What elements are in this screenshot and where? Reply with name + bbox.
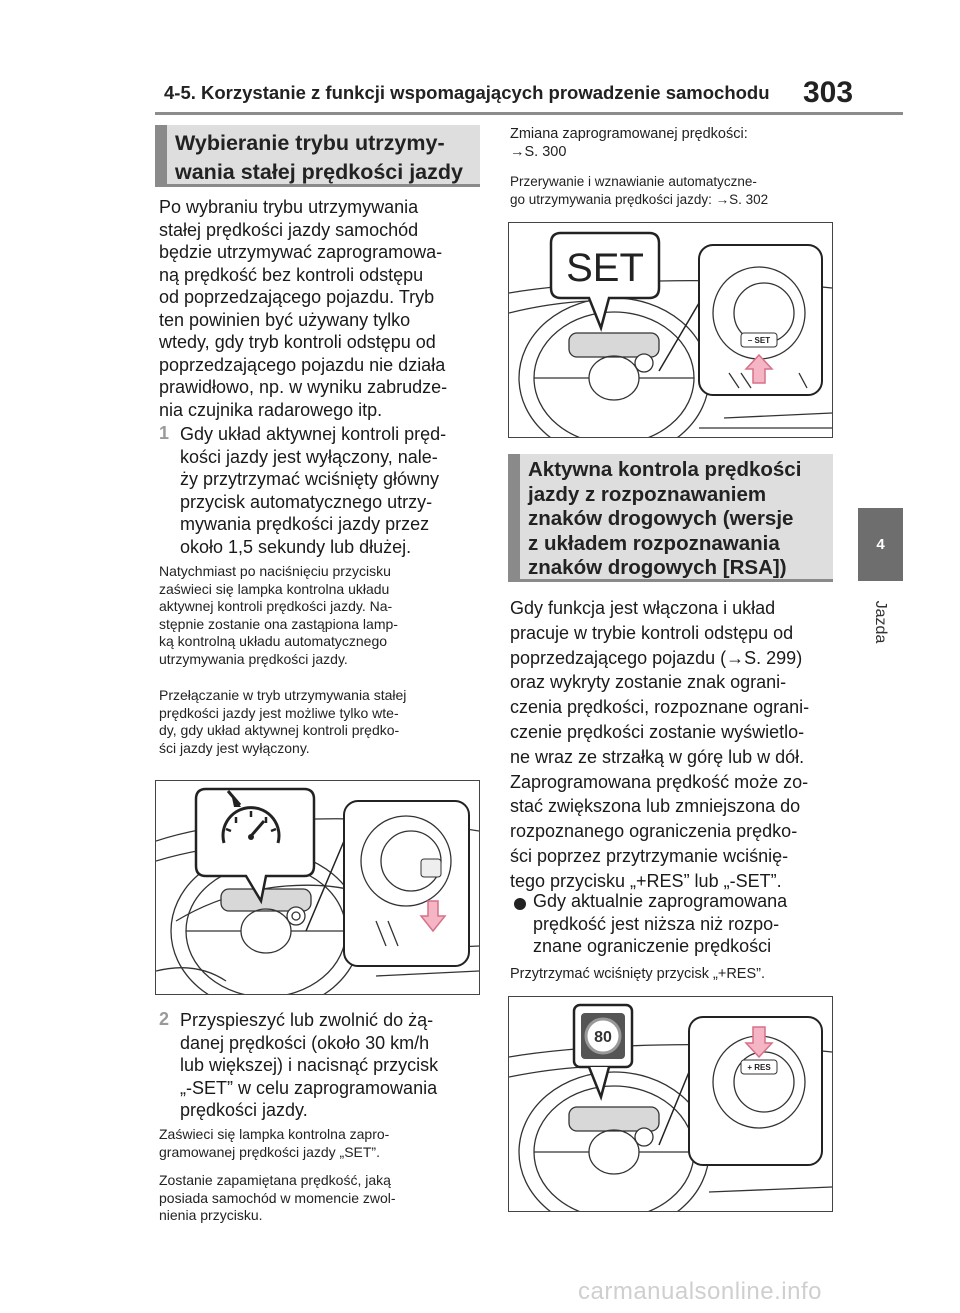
set-callout-text: SET (566, 246, 644, 290)
step-2-text: Przyspieszyć lub zwolnić do żą-danej prę… (180, 1010, 439, 1120)
section-title: 4-5. Korzystanie z funkcji wspomagającyc… (164, 82, 770, 103)
illustration-set-button: SET – SET (508, 222, 833, 438)
speed-sign-callout: 80 (572, 1003, 634, 1101)
step-1-text: Gdy układ aktywnej kontroli pręd-kości j… (180, 424, 447, 557)
page-number: 303 (803, 76, 854, 109)
page-header: 4-5. Korzystanie z funkcji wspomagającyc… (0, 0, 960, 115)
header-divider (155, 112, 903, 115)
section-heading-cruise: Wybieranie trybu utrzymy-wania stałej pr… (155, 125, 480, 187)
illustration-res-button: 80 + RES (508, 996, 833, 1212)
set-button-label: – SET (748, 336, 770, 345)
speedometer-callout (194, 787, 316, 905)
bullet-note: Przytrzymać wciśnięty przycisk „+RES”. (510, 966, 765, 982)
step-number-2: 2 (159, 1009, 170, 1029)
bullet-dot (514, 898, 526, 910)
res-switch-inset: + RES (658, 1016, 823, 1166)
set-switch-inset: – SET (658, 244, 823, 396)
chapter-tab[interactable]: 4 (858, 508, 903, 581)
reference-change-speed: Zmiana zaprogramowanej prędkości:→S. 300 (510, 126, 748, 160)
watermark: carmanualsonline.info (578, 1278, 822, 1305)
speed-sign-value: 80 (594, 1029, 612, 1046)
step-number-1: 1 (159, 423, 170, 443)
illustration-cruise-main-switch (155, 780, 480, 995)
switch-inset (305, 800, 470, 967)
note-set-indicator: Zaświeci się lampka kontrolna zapro-gram… (159, 1126, 390, 1160)
chapter-label: Jazda (872, 600, 889, 644)
res-button-label: + RES (747, 1063, 771, 1072)
set-callout: SET (549, 231, 661, 332)
reference-cancel-resume: Przerywanie i wznawianie automatyczne-go… (510, 174, 769, 207)
